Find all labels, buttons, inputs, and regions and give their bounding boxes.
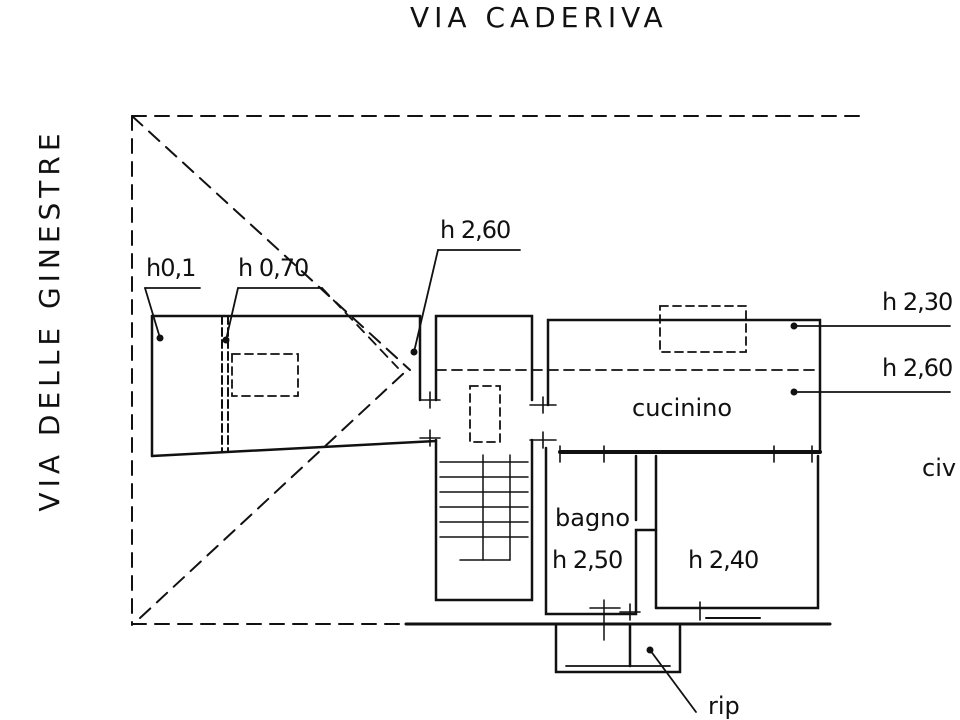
reference-dots bbox=[156, 322, 798, 654]
stair-block bbox=[434, 314, 534, 602]
street-name-top: VIA CADERIVA bbox=[410, 1, 668, 34]
skylight-left bbox=[231, 353, 299, 397]
height-label-h240: h 2,40 bbox=[688, 546, 759, 574]
kitchen-block bbox=[435, 318, 822, 454]
skylight-kitchen bbox=[659, 305, 747, 353]
height-label-h260-top: h 2,60 bbox=[440, 216, 511, 244]
left-block bbox=[150, 314, 438, 458]
room-label-cut-off: civ bbox=[922, 454, 957, 482]
height-label-h070: h 0,70 bbox=[238, 254, 309, 282]
storage-block bbox=[554, 599, 682, 674]
street-name-side: VIA DELLE GINESTRE bbox=[33, 128, 66, 512]
height-label-h250: h 2,50 bbox=[552, 546, 623, 574]
lower-rooms bbox=[404, 446, 832, 626]
height-label-h230: h 2,30 bbox=[882, 288, 953, 316]
site-boundary bbox=[131, 115, 861, 626]
room-label-bathroom: bagno bbox=[555, 504, 631, 532]
height-label-h260-right: h 2,60 bbox=[882, 354, 953, 382]
room-label-kitchen: cucinino bbox=[632, 394, 733, 422]
stairs bbox=[439, 454, 529, 561]
height-label-h01: h0,1 bbox=[146, 254, 196, 282]
tick-marks bbox=[419, 391, 813, 621]
room-label-storage: rip bbox=[708, 692, 740, 720]
leader-lines bbox=[144, 249, 951, 713]
